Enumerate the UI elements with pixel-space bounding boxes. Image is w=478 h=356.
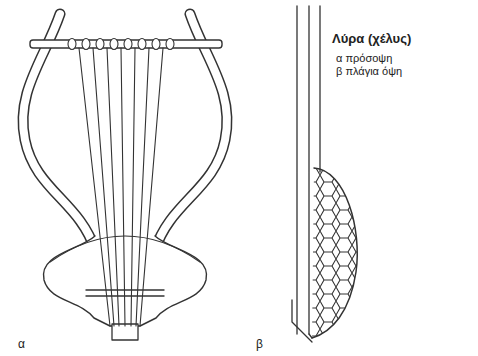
view-legend: β πλάγια όψη [336,65,402,78]
view-legend: α πρόσοψη [336,52,392,65]
figure-letter: α [18,338,25,352]
figure-title: Λύρα (χέλυς) [332,32,411,47]
figure-letter: β [256,338,263,352]
